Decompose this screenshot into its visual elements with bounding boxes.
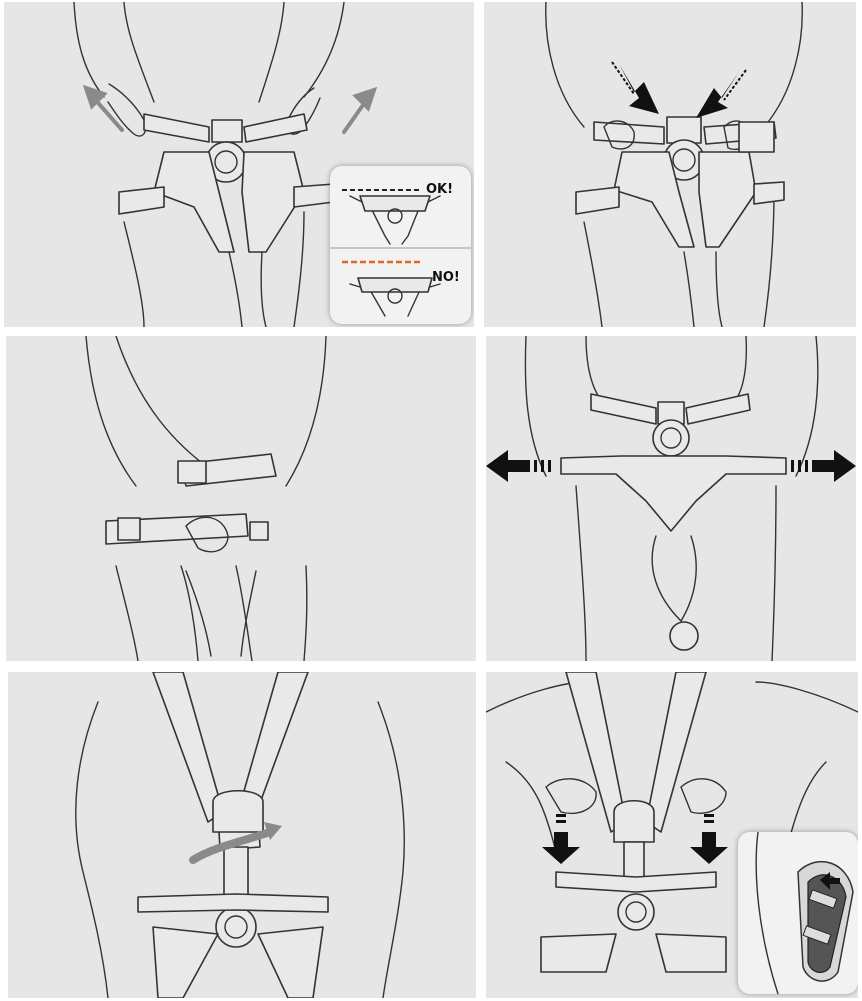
step-6-panel — [486, 672, 858, 998]
no-label: NO! — [432, 270, 460, 285]
step-4-panel — [486, 336, 856, 661]
step-3-panel — [6, 336, 476, 661]
step-4-illustration — [486, 336, 856, 661]
down-arrow-icon — [690, 814, 728, 864]
step-1-illustration — [73, 2, 378, 327]
step-2-panel — [484, 2, 856, 327]
step-3-illustration — [85, 336, 327, 661]
step-6-illustration — [486, 672, 858, 973]
push-arrow-icon — [696, 69, 747, 118]
fit-check-inset: OK! NO! — [330, 166, 471, 324]
step-2-illustration — [545, 2, 803, 327]
down-arrow-icon — [542, 814, 580, 864]
step-1-panel: OK! NO! — [4, 2, 474, 327]
buckle-detail-inset — [738, 832, 858, 994]
rotate-arrow-icon — [189, 822, 282, 864]
stretch-arrow-icon — [486, 450, 551, 482]
pull-arrow-icon — [82, 84, 124, 132]
pull-arrow-icon — [342, 86, 378, 134]
step-5-illustration — [75, 672, 405, 998]
fit-check-illustration — [330, 189, 471, 317]
buckle-detail-illustration — [755, 832, 854, 994]
push-arrow-icon — [611, 61, 659, 114]
ok-label: OK! — [426, 182, 454, 197]
stretch-arrow-icon — [791, 450, 856, 482]
step-5-panel — [8, 672, 476, 998]
